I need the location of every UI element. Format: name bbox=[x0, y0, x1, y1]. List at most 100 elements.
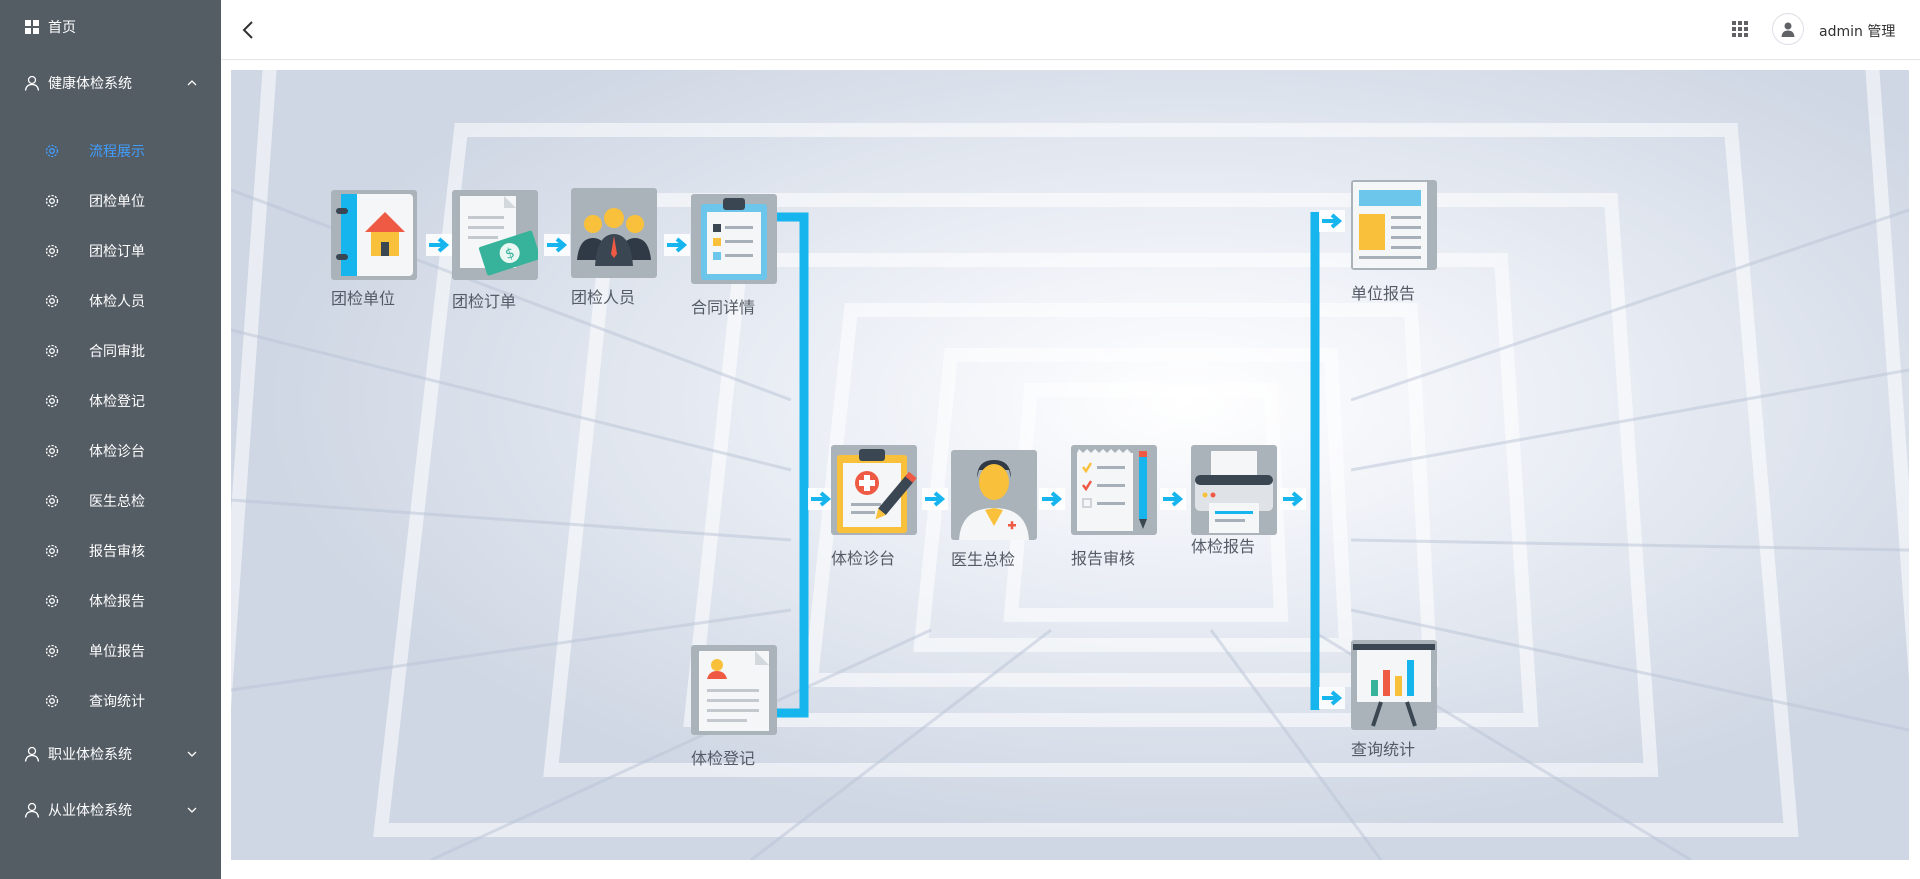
gear-icon bbox=[45, 244, 59, 258]
menu-health-system[interactable]: 健康体检系统 bbox=[0, 58, 221, 108]
node-label: 团检订单 bbox=[452, 292, 517, 311]
user-icon bbox=[24, 75, 40, 91]
sidebar-item-label: 流程展示 bbox=[89, 144, 145, 160]
doctor-icon bbox=[951, 450, 1037, 540]
node-label: 体检登记 bbox=[691, 749, 756, 768]
menu-occupational-system[interactable]: 职业体检系统 bbox=[0, 729, 221, 779]
checklist-pencil-icon bbox=[1071, 445, 1157, 535]
flow-arrow-icon bbox=[1319, 687, 1345, 709]
chevron-down-icon bbox=[187, 751, 197, 757]
menu-employment-system[interactable]: 从业体检系统 bbox=[0, 785, 221, 835]
sidebar-item-label: 查询统计 bbox=[89, 694, 145, 710]
sidebar-item-label: 体检报告 bbox=[89, 594, 145, 610]
flow-arrow-icon bbox=[544, 234, 570, 256]
sidebar-item-clinic[interactable]: 体检诊台 bbox=[0, 426, 221, 476]
flow-arrow-icon bbox=[664, 234, 690, 256]
menu-occupational-system-label: 职业体检系统 bbox=[48, 747, 132, 763]
team-people-icon bbox=[571, 188, 657, 278]
node-label: 团检单位 bbox=[331, 289, 396, 308]
sidebar-item-group-unit[interactable]: 团检单位 bbox=[0, 176, 221, 226]
sidebar-item-exam-report[interactable]: 体检报告 bbox=[0, 576, 221, 626]
user-icon bbox=[24, 802, 40, 818]
sidebar-item-label: 体检登记 bbox=[89, 394, 145, 410]
sidebar-item-query-stats[interactable]: 查询统计 bbox=[0, 676, 221, 726]
flow-node-registration[interactable]: 体检登记 bbox=[691, 645, 791, 769]
sidebar-item-group-order[interactable]: 团检订单 bbox=[0, 226, 221, 276]
gear-icon bbox=[45, 194, 59, 208]
medical-clipboard-icon bbox=[831, 445, 917, 535]
node-label: 团检人员 bbox=[571, 288, 636, 307]
node-label: 医生总检 bbox=[951, 550, 1016, 569]
flow-node-review[interactable]: 报告审核 bbox=[1071, 445, 1171, 569]
gear-icon bbox=[45, 594, 59, 608]
sidebar-item-label: 团检订单 bbox=[89, 244, 145, 260]
menu-home-label: 首页 bbox=[48, 20, 76, 36]
back-arrow-icon[interactable] bbox=[237, 18, 261, 42]
node-label: 合同详情 bbox=[691, 298, 756, 317]
printer-icon bbox=[1191, 445, 1277, 535]
user-avatar-icon bbox=[1781, 22, 1795, 37]
header: admin 管理 bbox=[221, 0, 1920, 60]
sidebar-item-contract-approval[interactable]: 合同审批 bbox=[0, 326, 221, 376]
flow-arrow-icon bbox=[808, 488, 834, 510]
apps-grid-icon[interactable] bbox=[1732, 21, 1748, 37]
gear-icon bbox=[45, 494, 59, 508]
flow-arrow-icon bbox=[1039, 488, 1065, 510]
sidebar-item-unit-report[interactable]: 单位报告 bbox=[0, 626, 221, 676]
menu-health-system-label: 健康体检系统 bbox=[48, 76, 132, 92]
clipboard-checklist-icon bbox=[691, 194, 777, 284]
invoice-money-icon: $ bbox=[452, 190, 538, 280]
sidebar-item-label: 医生总检 bbox=[89, 494, 145, 510]
sidebar-item-label: 体检人员 bbox=[89, 294, 145, 310]
gear-icon bbox=[45, 344, 59, 358]
flow-arrow-icon bbox=[1319, 210, 1345, 232]
flow-node-stats[interactable]: 查询统计 bbox=[1351, 640, 1451, 764]
gear-icon bbox=[45, 144, 59, 158]
node-label: 体检诊台 bbox=[831, 549, 896, 568]
grid-icon bbox=[24, 19, 40, 35]
person-document-icon bbox=[691, 645, 777, 735]
sidebar: 首页 健康体检系统 流程展示 团检单位 团检订单 体检人员 合同审批 体检登记 … bbox=[0, 0, 221, 879]
gear-icon bbox=[45, 444, 59, 458]
tunnel-background bbox=[231, 70, 1909, 860]
sidebar-item-flow-display[interactable]: 流程展示 bbox=[0, 126, 221, 176]
sidebar-item-examinees[interactable]: 体检人员 bbox=[0, 276, 221, 326]
address-book-icon bbox=[331, 190, 417, 280]
menu-employment-system-label: 从业体检系统 bbox=[48, 803, 132, 819]
sidebar-item-doctor-review[interactable]: 医生总检 bbox=[0, 476, 221, 526]
gear-icon bbox=[45, 294, 59, 308]
menu-home[interactable]: 首页 bbox=[0, 2, 221, 52]
user-icon bbox=[24, 746, 40, 762]
sidebar-item-label: 团检单位 bbox=[89, 194, 145, 210]
sidebar-item-registration[interactable]: 体检登记 bbox=[0, 376, 221, 426]
flow-node-doctor[interactable]: 医生总检 bbox=[951, 450, 1051, 574]
chevron-down-icon bbox=[187, 807, 197, 813]
flow-node-group-order[interactable]: $ 团检订单 bbox=[452, 190, 552, 314]
flow-node-group-people[interactable]: 团检人员 bbox=[571, 188, 671, 312]
chevron-up-icon bbox=[187, 80, 197, 86]
sidebar-item-label: 报告审核 bbox=[89, 544, 145, 560]
node-label: 单位报告 bbox=[1351, 284, 1416, 303]
flow-node-report[interactable]: 体检报告 bbox=[1191, 445, 1291, 569]
sidebar-item-label: 单位报告 bbox=[89, 644, 145, 660]
presentation-chart-icon bbox=[1351, 640, 1437, 730]
flow-node-group-unit[interactable]: 团检单位 bbox=[331, 190, 431, 312]
gear-icon bbox=[45, 394, 59, 408]
flow-arrow-icon bbox=[1160, 488, 1186, 510]
flow-node-contract[interactable]: 合同详情 bbox=[691, 194, 791, 318]
flow-node-unit-report[interactable]: 单位报告 bbox=[1351, 180, 1451, 304]
node-label: 体检报告 bbox=[1191, 537, 1256, 556]
gear-icon bbox=[45, 694, 59, 708]
sidebar-item-label: 合同审批 bbox=[89, 344, 145, 360]
flow-node-clinic[interactable]: 体检诊台 bbox=[831, 445, 931, 569]
gear-icon bbox=[45, 644, 59, 658]
node-label: 查询统计 bbox=[1351, 740, 1416, 759]
newspaper-report-icon bbox=[1351, 180, 1437, 270]
user-menu[interactable]: admin 管理 bbox=[1819, 24, 1896, 40]
avatar[interactable] bbox=[1772, 13, 1804, 45]
sidebar-item-label: 体检诊台 bbox=[89, 444, 145, 460]
node-label: 报告审核 bbox=[1071, 549, 1136, 568]
sidebar-item-report-review[interactable]: 报告审核 bbox=[0, 526, 221, 576]
flow-arrow-icon bbox=[426, 234, 452, 256]
flow-arrow-icon bbox=[1280, 488, 1306, 510]
